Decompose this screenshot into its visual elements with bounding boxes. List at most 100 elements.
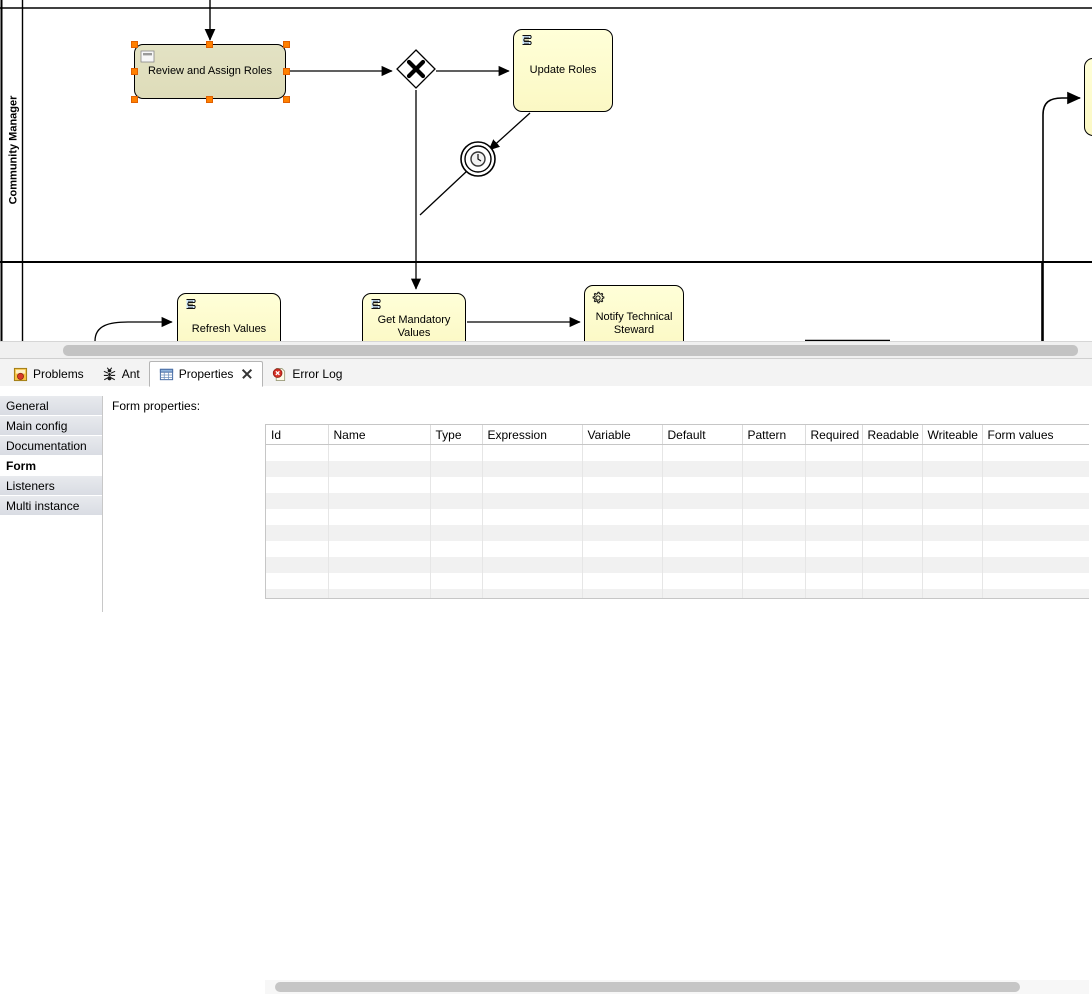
- selection-handle-ne[interactable]: [283, 41, 290, 48]
- table-cell[interactable]: [862, 461, 923, 477]
- table-cell[interactable]: [430, 525, 483, 541]
- table-cell[interactable]: [482, 541, 583, 557]
- table-row[interactable]: [266, 493, 1089, 509]
- table-cell[interactable]: [742, 589, 806, 598]
- table-row[interactable]: [266, 557, 1089, 573]
- column-header-variable[interactable]: Variable: [582, 425, 663, 445]
- table-cell[interactable]: [805, 444, 863, 461]
- table-cell[interactable]: [266, 557, 329, 573]
- bpmn-diagram-canvas[interactable]: Community Manager Review and Assign Role…: [0, 0, 1092, 341]
- table-cell[interactable]: [266, 573, 329, 589]
- table-cell[interactable]: [582, 444, 663, 461]
- table-cell[interactable]: [662, 589, 743, 598]
- table-cell[interactable]: [328, 525, 431, 541]
- table-cell[interactable]: [266, 509, 329, 525]
- column-header-name[interactable]: Name: [328, 425, 431, 445]
- table-cell[interactable]: [662, 557, 743, 573]
- bpmn-task-update-roles[interactable]: Update Roles: [513, 29, 613, 112]
- table-row[interactable]: [266, 444, 1089, 461]
- table-cell[interactable]: [482, 509, 583, 525]
- table-cell[interactable]: [982, 541, 1089, 557]
- table-cell[interactable]: [922, 509, 983, 525]
- table-cell[interactable]: [805, 573, 863, 589]
- table-cell[interactable]: [862, 444, 923, 461]
- selection-handle-sw[interactable]: [131, 96, 138, 103]
- table-cell[interactable]: [328, 509, 431, 525]
- table-cell[interactable]: [482, 461, 583, 477]
- table-cell[interactable]: [266, 444, 329, 461]
- table-horizontal-scrollbar[interactable]: [265, 980, 1089, 994]
- table-cell[interactable]: [482, 477, 583, 493]
- tab-error-log[interactable]: Error Log: [263, 361, 351, 387]
- table-cell[interactable]: [982, 557, 1089, 573]
- table-cell[interactable]: [662, 444, 743, 461]
- column-header-id[interactable]: Id: [266, 425, 329, 445]
- table-cell[interactable]: [982, 573, 1089, 589]
- table-cell[interactable]: [922, 477, 983, 493]
- table-cell[interactable]: [742, 477, 806, 493]
- table-cell[interactable]: [582, 589, 663, 598]
- table-cell[interactable]: [266, 525, 329, 541]
- table-cell[interactable]: [582, 541, 663, 557]
- table-cell[interactable]: [922, 541, 983, 557]
- properties-nav-item-main-config[interactable]: Main config: [0, 416, 102, 436]
- table-cell[interactable]: [482, 589, 583, 598]
- table-cell[interactable]: [328, 493, 431, 509]
- properties-nav-item-multi-instance[interactable]: Multi instance: [0, 496, 102, 516]
- table-cell[interactable]: [742, 557, 806, 573]
- selection-handle-s[interactable]: [206, 96, 213, 103]
- table-cell[interactable]: [922, 493, 983, 509]
- table-cell[interactable]: [982, 461, 1089, 477]
- table-row[interactable]: [266, 509, 1089, 525]
- table-cell[interactable]: [982, 589, 1089, 598]
- table-cell[interactable]: [805, 557, 863, 573]
- table-cell[interactable]: [982, 477, 1089, 493]
- column-header-expression[interactable]: Expression: [482, 425, 583, 445]
- table-cell[interactable]: [482, 573, 583, 589]
- table-row[interactable]: [266, 573, 1089, 589]
- table-cell[interactable]: [982, 493, 1089, 509]
- table-cell[interactable]: [922, 525, 983, 541]
- table-cell[interactable]: [582, 557, 663, 573]
- table-cell[interactable]: [328, 589, 431, 598]
- table-cell[interactable]: [805, 477, 863, 493]
- table-cell[interactable]: [482, 557, 583, 573]
- column-header-default[interactable]: Default: [662, 425, 743, 445]
- bpmn-task-get-mandatory-values[interactable]: Get Mandatory Values: [362, 293, 466, 341]
- table-cell[interactable]: [982, 525, 1089, 541]
- table-cell[interactable]: [430, 493, 483, 509]
- column-header-writeable[interactable]: Writeable: [922, 425, 983, 445]
- table-cell[interactable]: [430, 557, 483, 573]
- canvas-scrollbar-thumb[interactable]: [63, 345, 1078, 356]
- table-cell[interactable]: [430, 541, 483, 557]
- table-cell[interactable]: [582, 573, 663, 589]
- table-cell[interactable]: [662, 525, 743, 541]
- properties-nav-item-listeners[interactable]: Listeners: [0, 476, 102, 496]
- table-cell[interactable]: [482, 444, 583, 461]
- bpmn-task-refresh-values[interactable]: Refresh Values: [177, 293, 281, 341]
- table-cell[interactable]: [805, 509, 863, 525]
- selection-handle-w[interactable]: [131, 68, 138, 75]
- table-cell[interactable]: [582, 525, 663, 541]
- table-cell[interactable]: [662, 477, 743, 493]
- table-cell[interactable]: [862, 525, 923, 541]
- table-cell[interactable]: [862, 509, 923, 525]
- selection-handle-nw[interactable]: [131, 41, 138, 48]
- properties-nav-item-documentation[interactable]: Documentation: [0, 436, 102, 456]
- table-cell[interactable]: [430, 477, 483, 493]
- table-cell[interactable]: [922, 444, 983, 461]
- table-cell[interactable]: [430, 461, 483, 477]
- table-row[interactable]: [266, 541, 1089, 557]
- table-cell[interactable]: [742, 573, 806, 589]
- table-cell[interactable]: [805, 493, 863, 509]
- table-cell[interactable]: [328, 573, 431, 589]
- table-row[interactable]: [266, 589, 1089, 598]
- table-cell[interactable]: [742, 461, 806, 477]
- table-cell[interactable]: [328, 477, 431, 493]
- table-cell[interactable]: [805, 461, 863, 477]
- table-cell[interactable]: [582, 477, 663, 493]
- table-row[interactable]: [266, 477, 1089, 493]
- close-icon[interactable]: [241, 368, 253, 380]
- table-cell[interactable]: [328, 557, 431, 573]
- table-cell[interactable]: [266, 493, 329, 509]
